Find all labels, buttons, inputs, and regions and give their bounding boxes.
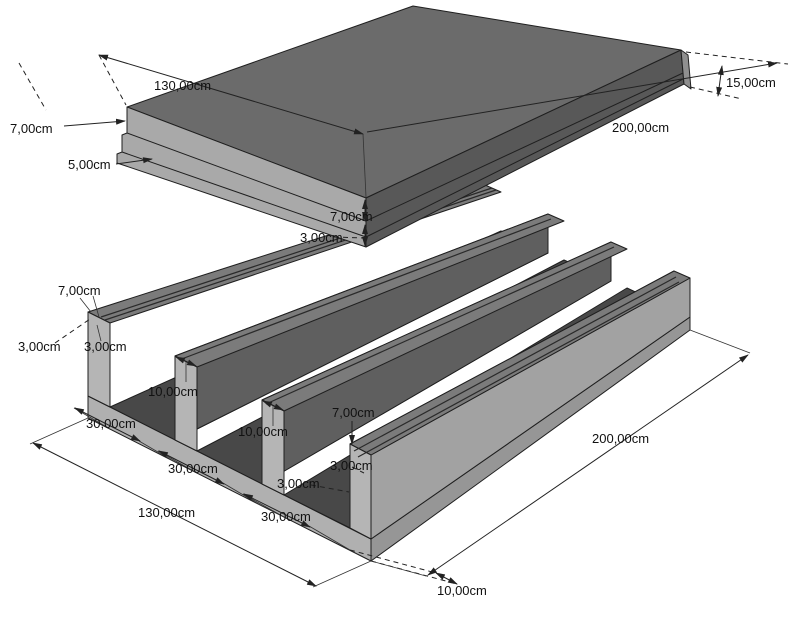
slab-step-line-left-12 — [121, 151, 367, 238]
leader-slab-step3-right — [333, 236, 364, 239]
ext-unit-length-b — [689, 329, 751, 354]
ext-slab-width — [98, 54, 127, 106]
leader-slab-step7-left — [63, 118, 126, 127]
dim-unit-width — [32, 442, 317, 587]
ext-slab-width-drop — [362, 133, 367, 198]
dim-label-slab-step3-right: 3,00cm — [300, 230, 343, 245]
slab-step-line-left-7 — [126, 132, 367, 222]
leader-wall1-3a — [54, 318, 91, 344]
dim-label-gap3: 30,00cm — [261, 509, 311, 524]
dim-label-wall4-3a: 3,00cm — [330, 458, 373, 473]
leader-wall1-3b — [96, 324, 102, 342]
dim-slab-width — [98, 54, 364, 135]
dim-unit-length — [427, 354, 749, 576]
rib1-end-face — [87, 311, 111, 408]
slab-step-line-right-7 — [365, 72, 684, 222]
dim-label-slab-step7-left: 7,00cm — [10, 121, 53, 136]
rib2-lip-line — [178, 218, 552, 361]
rib3-lip-line — [265, 246, 615, 405]
dim-label-gap2: 30,00cm — [168, 461, 218, 476]
dim-label-wall1-3a: 3,00cm — [18, 339, 61, 354]
ext-slab-step-left — [18, 62, 47, 111]
dim-label-slab-step7-right: 7,00cm — [330, 209, 373, 224]
dim-rib3-width — [262, 400, 284, 411]
dim-label-wall1-7: 7,00cm — [58, 283, 101, 298]
dim-slab-length — [366, 61, 778, 133]
leader-slab-step5-left — [115, 157, 153, 165]
dim-gap1 — [74, 407, 141, 442]
rib4-end-face — [349, 443, 372, 540]
leader-wall4-3b — [310, 484, 350, 493]
dim-label-slab-length: 200,00cm — [612, 120, 669, 135]
ext-rib4-width-a — [349, 549, 437, 574]
ext-unit-length-a — [370, 560, 427, 577]
slab-step-line-right-12 — [365, 78, 684, 238]
dim-label-unit-width: 130,00cm — [138, 505, 195, 520]
dim-label-slab-step5-left: 5,00cm — [68, 157, 111, 172]
leader-wall1-7b — [92, 295, 100, 318]
leader-wall1-7a — [79, 297, 92, 313]
ext-slab-thick-top — [685, 51, 789, 65]
ext-unit-width-b — [312, 560, 372, 588]
dim-label-wall1-3b: 3,00cm — [84, 339, 127, 354]
slab-end-sliver-face — [680, 49, 692, 90]
dim-label-slab-thickness: 15,00cm — [726, 75, 776, 90]
ext-unit-width-a — [29, 417, 89, 445]
dim-slab-thickness — [716, 65, 724, 97]
leader-wall4-3a — [351, 466, 365, 474]
dim-label-rib4-width: 10,00cm — [437, 583, 487, 598]
upper-slab — [116, 5, 692, 248]
dim-label-rib3-width: 10,00cm — [238, 424, 288, 439]
dim-label-wall4-3b: 3,00cm — [277, 476, 320, 491]
dimensions: 130,00cm 200,00cm 15,00cm 7,00cm 5,00cm … — [10, 51, 789, 598]
dim-label-slab-width: 130,00cm — [154, 78, 211, 93]
dim-rib2-width — [175, 356, 197, 367]
dim-label-unit-length: 200,00cm — [592, 431, 649, 446]
dim-label-gap1: 30,00cm — [86, 416, 136, 431]
dim-label-rib2-width: 10,00cm — [148, 384, 198, 399]
dim-label-wall4-7: 7,00cm — [332, 405, 375, 420]
